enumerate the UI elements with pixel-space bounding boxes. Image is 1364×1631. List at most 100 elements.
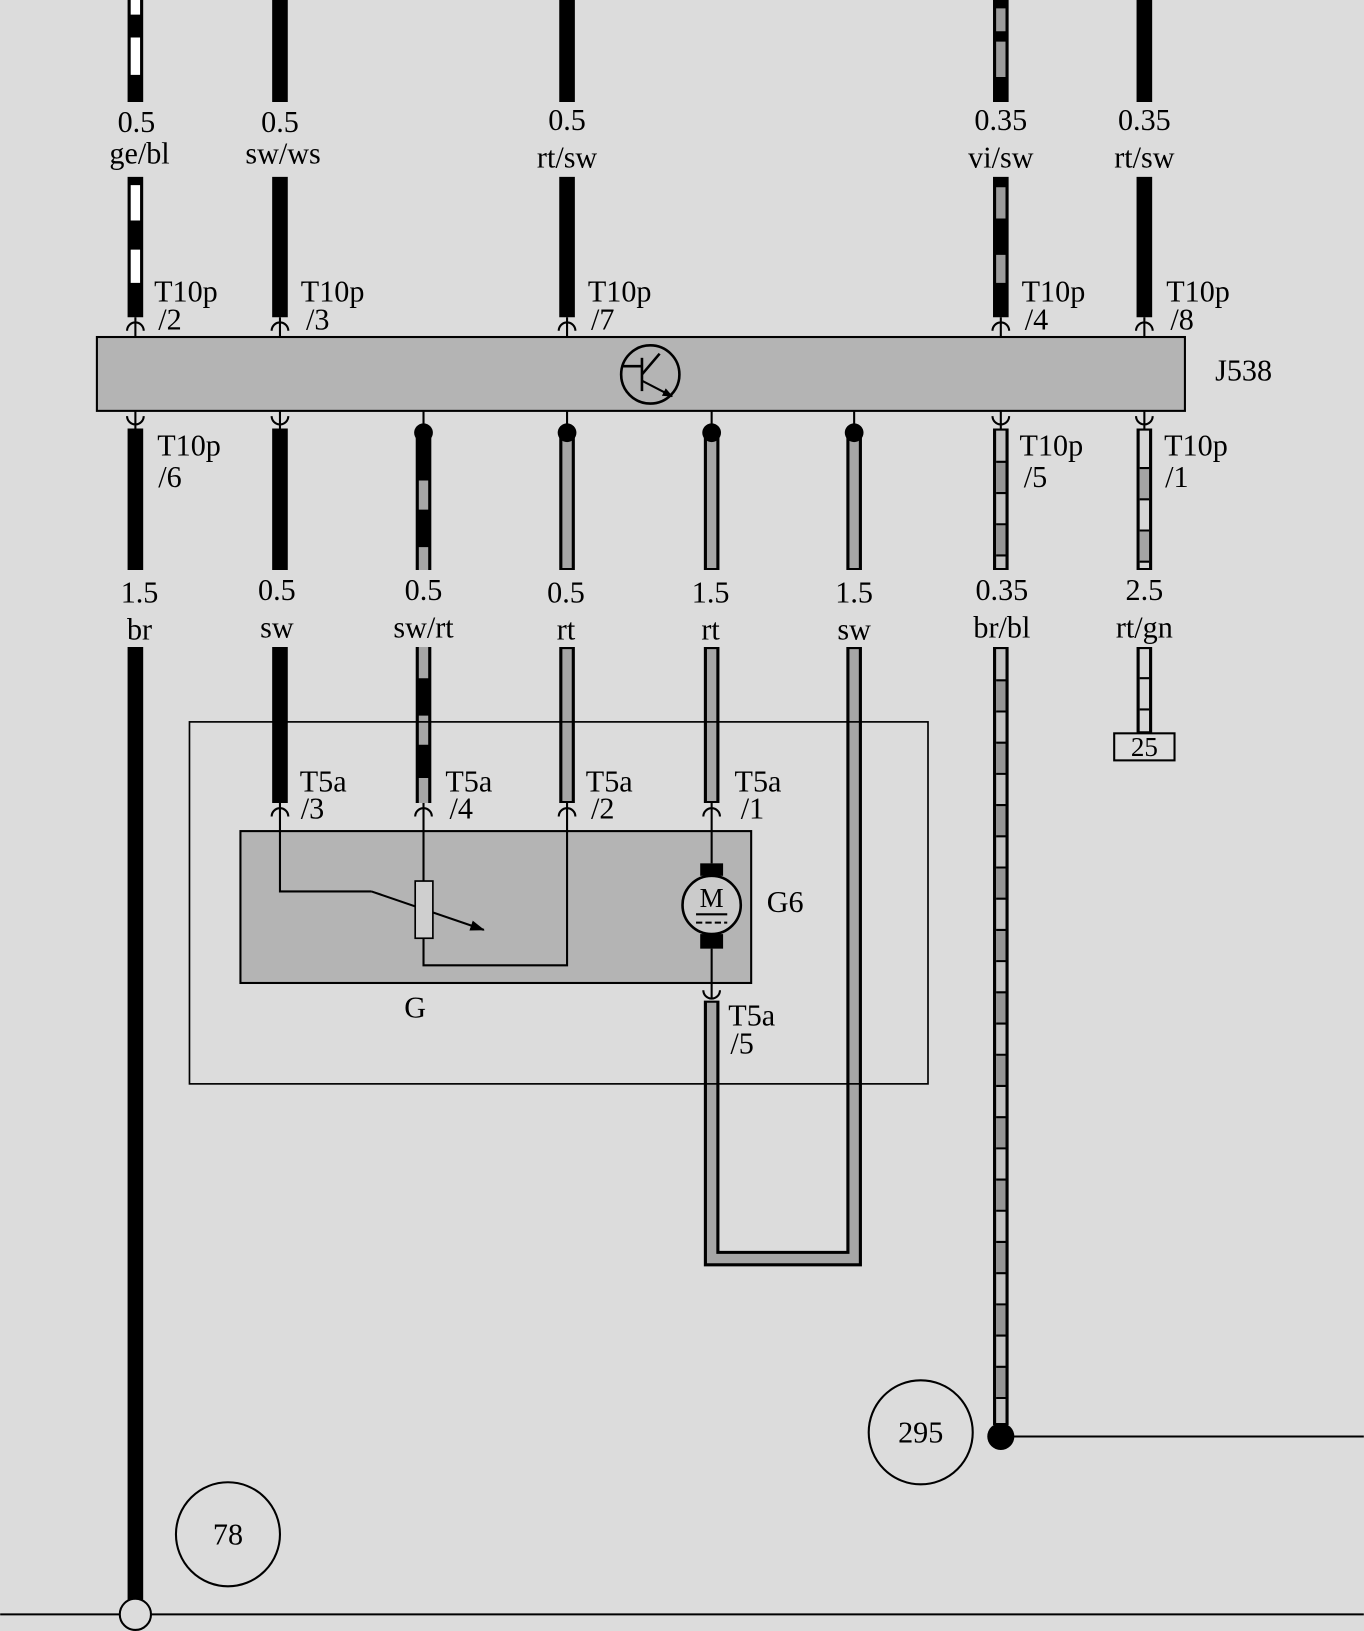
bottom-wire-label-1: 1.5 br xyxy=(121,575,159,646)
wire-color: sw/ws xyxy=(245,136,320,170)
wire-gauge: 0.5 xyxy=(258,573,296,607)
wire-gauge: 1.5 xyxy=(835,575,873,609)
bottom-wire-label-5: 1.5 rt xyxy=(692,575,730,646)
wire-color: sw xyxy=(260,611,294,645)
connector-name: T5a xyxy=(735,765,782,799)
sender-pin-label-2: T5a /4 xyxy=(445,765,492,826)
wire-gauge: 0.5 xyxy=(547,575,585,609)
top-pin-label-4: T10p /4 xyxy=(1022,275,1086,337)
reference-number: 78 xyxy=(213,1518,243,1552)
connector-pin: /2 xyxy=(591,792,614,826)
wire-color: sw xyxy=(837,613,871,647)
connector-pin: /8 xyxy=(1170,303,1193,337)
bottom-wire-label-6: 1.5 sw xyxy=(835,575,873,646)
connector-pin: /4 xyxy=(450,792,473,826)
wire-gauge: 0.5 xyxy=(548,103,586,137)
bottom-wire-label-2: 0.5 sw xyxy=(258,573,296,644)
motor-icon: M xyxy=(681,803,743,999)
connector-pin: /1 xyxy=(741,792,764,826)
sender-g: M G G6 T5a /3 T5a /4 T5a /2 T5a /1 T5a /… xyxy=(239,765,804,1061)
continuation-78: 78 xyxy=(0,1481,1364,1631)
bottom-wire-label-3: 0.5 sw/rt xyxy=(393,573,454,644)
top-pin-label-3: T10p /7 xyxy=(588,275,652,337)
sender-pin-label-1: T5a /3 xyxy=(300,765,347,826)
transistor-icon xyxy=(619,344,681,405)
bottom-wire-label-4: 0.5 rt xyxy=(547,575,585,646)
sender-label: G xyxy=(404,990,426,1024)
wire-gauge: 1.5 xyxy=(692,575,730,609)
wire-color: sw/rt xyxy=(393,611,454,645)
wire-color: rt/sw xyxy=(1114,140,1175,174)
module-label: J538 xyxy=(1215,354,1272,388)
wire-color: br xyxy=(127,613,152,647)
wire-gauge: 2.5 xyxy=(1126,573,1164,607)
fuse-ref-box xyxy=(1113,732,1176,762)
wire-gauge: 0.35 xyxy=(975,573,1028,607)
top-pin-label-2: T10p /3 xyxy=(301,275,365,337)
wire-gauge: 0.5 xyxy=(261,105,299,139)
connector-name: T10p xyxy=(154,275,218,309)
fuse-reference: 25 xyxy=(1113,732,1176,762)
wire-gauge: 0.35 xyxy=(1118,103,1171,137)
top-pin-label-5: T10p /8 xyxy=(1166,275,1230,337)
connector-pin: /6 xyxy=(158,460,181,494)
bottom-wire-label-8: 2.5 rt/gn xyxy=(1116,573,1173,644)
sender-pin-label-4: T5a /1 xyxy=(735,765,782,826)
reference-circle xyxy=(174,1481,282,1588)
continuation-295: 295 xyxy=(867,1379,1364,1486)
bottom-pin-label-8: T10p /1 xyxy=(1164,429,1228,494)
connector-pin: /1 xyxy=(1165,460,1188,494)
wire-color: rt xyxy=(701,613,720,647)
wire-gauge: 0.35 xyxy=(974,103,1027,137)
connector-name: T5a xyxy=(586,765,633,799)
top-pin-symbols xyxy=(126,317,1154,338)
fuse-ref-label: 25 xyxy=(1131,732,1158,762)
connector-pin: /3 xyxy=(301,792,324,826)
bottom-wire-label-7: 0.35 br/bl xyxy=(973,573,1030,644)
ground-loop-wire xyxy=(703,646,862,1267)
connector-name: T10p xyxy=(1166,275,1230,309)
wire-color: br/bl xyxy=(973,611,1030,645)
control-module-j538: J538 xyxy=(95,335,1272,412)
connector-pin: /3 xyxy=(306,303,329,337)
connector-name: T10p xyxy=(1022,275,1086,309)
connector-name: T10p xyxy=(1164,429,1228,463)
reference-circle xyxy=(867,1379,974,1486)
sender-pin-label-3: T5a /2 xyxy=(586,765,633,826)
connector-pin: /2 xyxy=(158,303,181,337)
wire-gauge: 0.5 xyxy=(405,573,443,607)
potentiometer-icon xyxy=(278,803,569,967)
connector-name: T5a xyxy=(445,765,492,799)
top-pin-label-1: T10p /2 xyxy=(154,275,218,337)
ground-connection-circle xyxy=(118,1597,153,1631)
top-wire-label-1: 0.5 ge/bl xyxy=(109,105,169,170)
top-wire-label-5: 0.35 rt/sw xyxy=(1114,103,1175,174)
connector-name: T5a xyxy=(728,999,775,1033)
top-wire-label-4: 0.35 vi/sw xyxy=(968,103,1034,174)
sender-pin-label-5: T5a /5 xyxy=(728,999,775,1061)
connector-pin: /4 xyxy=(1025,303,1048,337)
wire-color: vi/sw xyxy=(968,140,1034,174)
connector-name: T5a xyxy=(300,765,347,799)
junction-dots xyxy=(414,423,864,443)
motor-label: G6 xyxy=(767,885,804,919)
connector-name: T10p xyxy=(588,275,652,309)
junction-dot xyxy=(987,1422,1015,1451)
bottom-pin-label-7: T10p /5 xyxy=(1020,429,1084,494)
wire-gauge: 1.5 xyxy=(121,575,159,609)
top-wire-label-2: 0.5 sw/ws xyxy=(245,105,320,170)
connector-pin: /7 xyxy=(591,303,614,337)
wire-gauge: 0.5 xyxy=(118,105,156,139)
sender-box xyxy=(239,830,753,985)
top-wire-label-3: 0.5 rt/sw xyxy=(537,103,598,174)
motor-symbol: M xyxy=(700,883,724,913)
connector-pin: /5 xyxy=(1024,460,1047,494)
sender-housing-frame xyxy=(188,721,929,1085)
bottom-pin-label-1: T10p /6 xyxy=(157,429,221,494)
reference-number: 295 xyxy=(898,1416,943,1450)
connector-name: T10p xyxy=(301,275,365,309)
wire-color: rt/sw xyxy=(537,140,598,174)
wire-color: rt/gn xyxy=(1116,611,1173,645)
connector-name: T10p xyxy=(157,429,221,463)
